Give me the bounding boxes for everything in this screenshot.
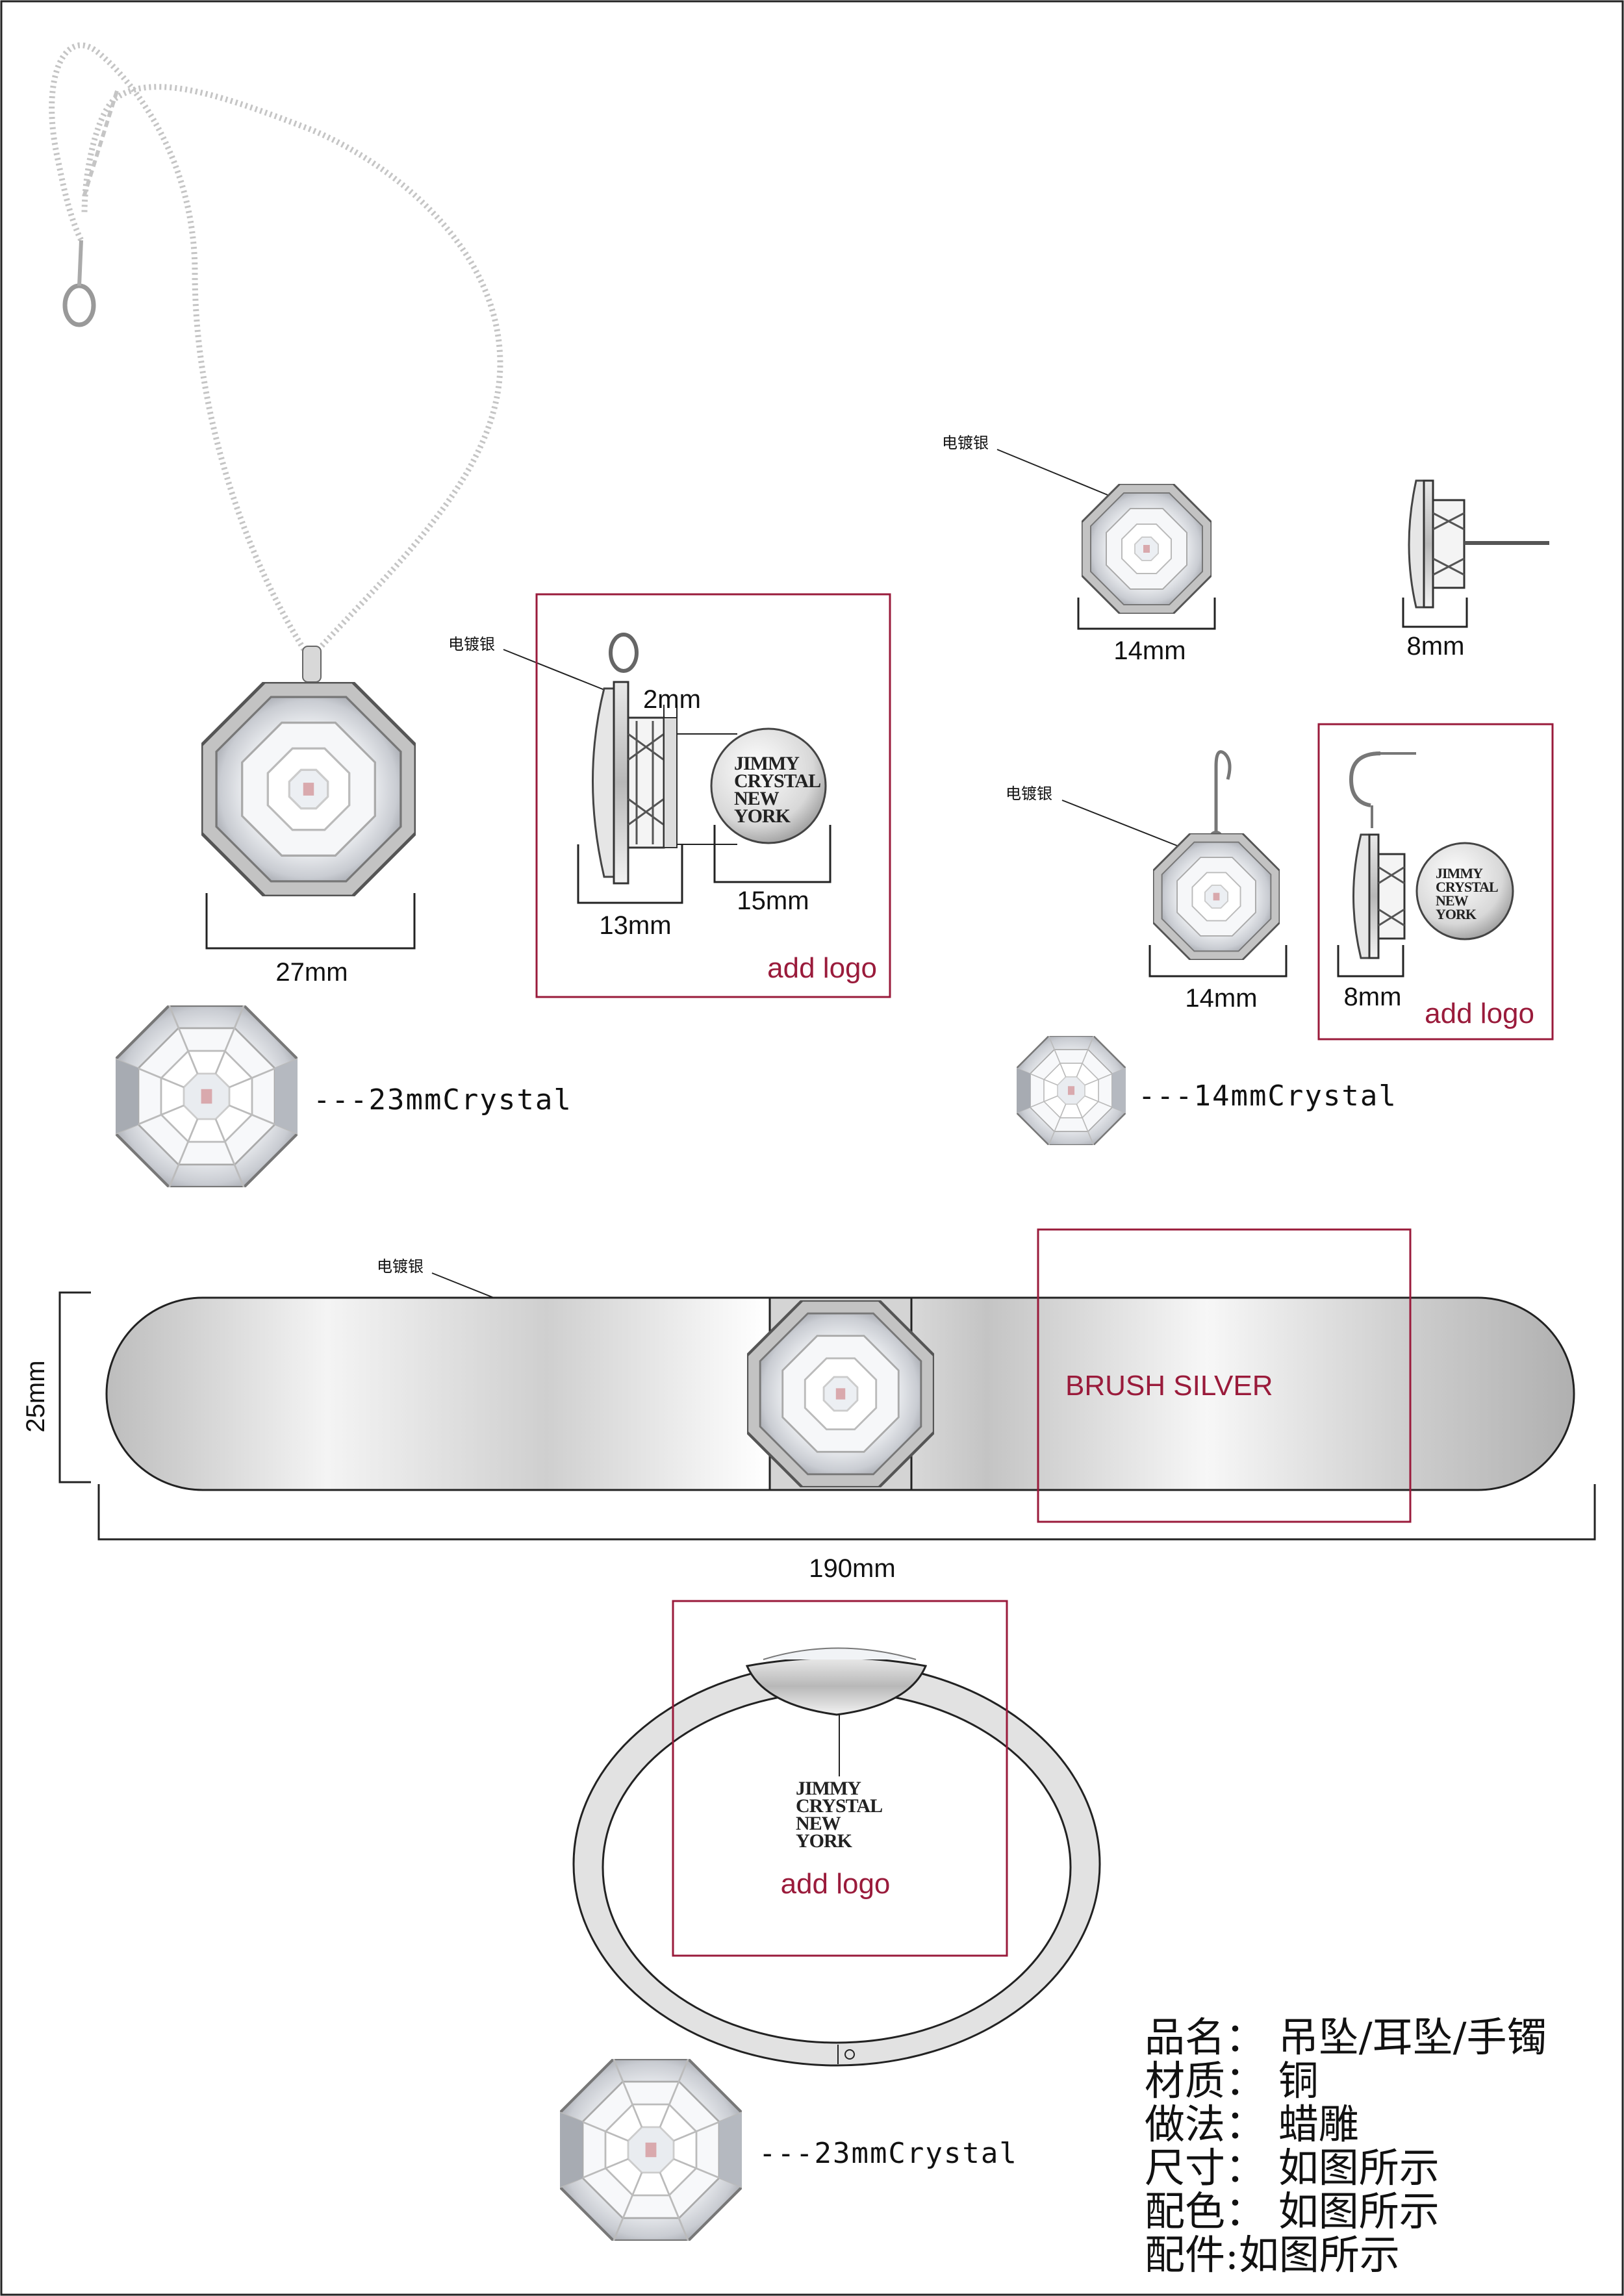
pendant-add-logo: add logo bbox=[767, 952, 877, 984]
stud-side-gallery bbox=[1432, 499, 1465, 589]
side-gallery-bars bbox=[628, 721, 665, 844]
side-crystal-dome bbox=[592, 687, 615, 878]
spec-line-method: 做法： 蜡雕 bbox=[1145, 2100, 1359, 2148]
bangle-logo-line-2: CRYSTAL bbox=[796, 1795, 882, 1817]
clasp-link bbox=[77, 240, 83, 286]
pendant-crystal bbox=[201, 682, 416, 896]
loose-crystal-23mm bbox=[116, 1005, 298, 1187]
logo-line-1: JIMMY bbox=[734, 753, 800, 774]
cuff-crystal bbox=[747, 1300, 934, 1487]
spec-line-name: 品名： 吊坠/耳坠/手镯 bbox=[1145, 2013, 1547, 2061]
side-back-plate bbox=[663, 717, 678, 848]
drop-side-hoop bbox=[1349, 751, 1381, 807]
crystal-23mm-top: ---23mmCrystal bbox=[116, 1005, 572, 1187]
stud-width-label: 14mm bbox=[1113, 637, 1186, 665]
stud-width-dimension bbox=[1077, 598, 1216, 630]
drop-logo-frame bbox=[1317, 723, 1554, 1041]
loose-crystal-14mm bbox=[1017, 1036, 1126, 1145]
crystal-23mm-label: ---23mmCrystal bbox=[313, 1083, 572, 1116]
cuff-length-dimension bbox=[97, 1484, 1596, 1541]
cuff-bracelet: 电镀银 BRUSH SILVER 25mm 190mm bbox=[21, 1228, 1596, 1583]
logo-line-2: CRYSTAL bbox=[734, 770, 820, 792]
plating-leader-drop bbox=[1061, 800, 1178, 846]
crystal-14mm-label: ---14mmCrystal bbox=[1138, 1079, 1397, 1113]
stud-side-label: 8mm bbox=[1407, 632, 1465, 661]
bangle-logo-line-4: YORK bbox=[796, 1830, 853, 1852]
side-depth-label: 13mm bbox=[599, 911, 671, 940]
plating-leader-pendant bbox=[503, 649, 618, 696]
logo-diameter-label: 15mm bbox=[737, 887, 809, 915]
pendant-width-label: 27mm bbox=[275, 958, 348, 987]
drop-width-dimension bbox=[1148, 945, 1288, 978]
bangle-add-logo: add logo bbox=[781, 1868, 891, 1900]
cuff-finish-frame bbox=[1037, 1228, 1412, 1523]
drop-side-label: 8mm bbox=[1344, 983, 1402, 1011]
bangle-logo-line-3: NEW bbox=[796, 1813, 841, 1834]
stud-earring: 电镀银 14mm 8mm bbox=[942, 434, 1549, 665]
cuff-height-dimension bbox=[58, 1291, 91, 1483]
side-thickness-label: 2mm bbox=[643, 685, 701, 714]
drop-earring: 电镀银 14mm JIMMY CRYSTAL NEW YORK 8mm add … bbox=[1006, 723, 1554, 1041]
drop-logo-line-3: NEW bbox=[1436, 892, 1469, 909]
plating-leader-stud bbox=[996, 449, 1108, 496]
chain-right bbox=[81, 84, 503, 652]
crystal-23mm-bottom-label: ---23mmCrystal bbox=[759, 2137, 1018, 2170]
drop-logo-medallion bbox=[1415, 842, 1514, 940]
spec-line-size: 尺寸： 如图所示 bbox=[1145, 2144, 1440, 2191]
stud-side-dimension bbox=[1402, 598, 1468, 628]
logo-line-3: NEW bbox=[734, 788, 780, 809]
logo-line-4: YORK bbox=[734, 805, 791, 827]
spec-line-accessories: 配件:如图所示 bbox=[1145, 2231, 1400, 2278]
bangle: JIMMY CRYSTAL NEW YORK add logo bbox=[572, 1600, 1101, 2067]
loose-crystal-23mm-bottom bbox=[560, 2059, 742, 2241]
drop-add-logo: add logo bbox=[1425, 998, 1534, 1029]
drop-logo-line-1: JIMMY bbox=[1436, 865, 1483, 881]
necklace: 27mm bbox=[49, 42, 503, 987]
drop-width-label: 14mm bbox=[1185, 984, 1257, 1013]
drop-side-gallery bbox=[1377, 853, 1406, 940]
drop-side-dimension bbox=[1337, 945, 1404, 978]
extension-chain bbox=[82, 90, 119, 196]
logo-medallion bbox=[710, 727, 827, 844]
side-bezel bbox=[613, 681, 629, 885]
chain-left bbox=[49, 42, 307, 651]
ear-wire bbox=[1214, 750, 1232, 835]
drop-logo-line-4: YORK bbox=[1436, 906, 1477, 922]
cuff-finish-label: BRUSH SILVER bbox=[1065, 1370, 1273, 1402]
stud-side-dome bbox=[1408, 479, 1425, 609]
bangle-hinge-pin bbox=[844, 2049, 855, 2060]
stud-front bbox=[1082, 484, 1212, 614]
plating-note-stud: 电镀银 bbox=[942, 434, 989, 452]
side-depth-dimension bbox=[577, 844, 683, 904]
lobster-clasp bbox=[62, 283, 96, 327]
drop-side-dome bbox=[1352, 833, 1371, 959]
logo-diameter-dimension bbox=[713, 825, 831, 883]
pendant-logo-frame bbox=[535, 593, 891, 998]
pendant-bail bbox=[302, 646, 322, 683]
stud-side-bezel bbox=[1423, 479, 1434, 609]
spec-line-color: 配色： 如图所示 bbox=[1145, 2188, 1440, 2235]
bangle-logo-frame bbox=[672, 1600, 1008, 1957]
bangle-logo-line-1: JIMMY bbox=[796, 1778, 861, 1799]
spec-block: 品名： 吊坠/耳坠/手镯 材质： 铜 做法： 蜡雕 尺寸： 如图所示 配色： 如… bbox=[1145, 2013, 1547, 2278]
cuff-length-label: 190mm bbox=[809, 1554, 895, 1583]
plating-note-cuff: 电镀银 bbox=[377, 1257, 424, 1276]
plating-note-pendant: 电镀银 bbox=[448, 635, 495, 653]
spec-line-material: 材质： 铜 bbox=[1145, 2057, 1319, 2104]
drop-logo-line-2: CRYSTAL bbox=[1436, 879, 1498, 895]
drop-front bbox=[1153, 833, 1280, 960]
side-bail bbox=[609, 633, 639, 673]
plating-note-drop: 电镀银 bbox=[1006, 785, 1052, 803]
crystal-23mm-bottom: ---23mmCrystal bbox=[560, 2059, 1018, 2241]
pendant-side-view: 电镀银 2mm JIMMY CRYSTAL NEW YORK 13mm 15mm… bbox=[448, 593, 891, 998]
pendant-width-dimension bbox=[205, 893, 416, 950]
cuff-height-label: 25mm bbox=[21, 1360, 50, 1432]
drop-side-bezel bbox=[1368, 833, 1380, 959]
crystal-14mm: ---14mmCrystal bbox=[1017, 1036, 1397, 1145]
